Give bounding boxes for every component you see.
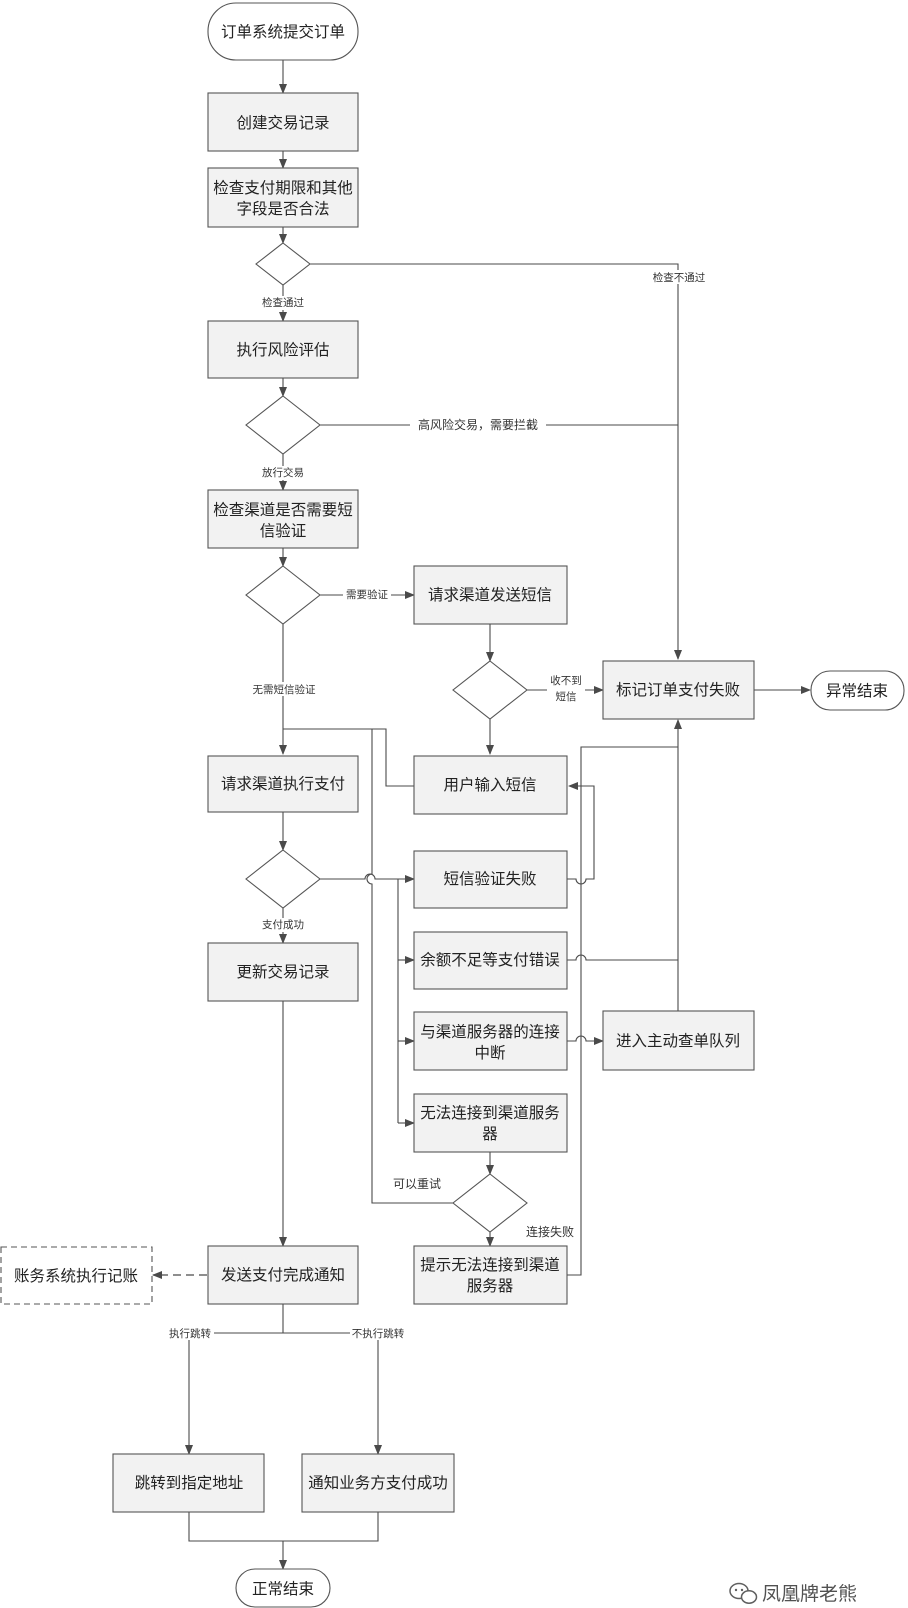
label-release: 放行交易: [262, 466, 304, 479]
cannot-connect-box: [413, 1093, 568, 1153]
mark-fail-box: [602, 660, 755, 720]
label-do-redirect: 执行跳转: [169, 1327, 211, 1340]
abnormal-end-label: 异常结束: [826, 682, 888, 700]
conn-interrupt-box: [413, 1011, 568, 1071]
wechat-icon: [729, 1582, 758, 1604]
decision-received: [452, 660, 528, 720]
update-record-box: [207, 942, 359, 1002]
decision-check: [255, 242, 311, 286]
sms-verify-fail-label: 短信验证失败: [443, 870, 536, 888]
prompt-cannot-connect-label-1: 提示无法连接到渠道: [420, 1256, 560, 1274]
check-sms-box: [207, 489, 359, 549]
cannot-connect-label-1: 无法连接到渠道服务: [420, 1104, 560, 1122]
accounting-label: 账务系统执行记账: [14, 1267, 138, 1285]
decision-pay: [245, 849, 321, 909]
decision-retry: [452, 1173, 528, 1233]
request-sms-box: [413, 565, 568, 625]
label-not-received-1: 收不到: [550, 674, 582, 687]
cannot-connect-label-2: 器: [482, 1125, 498, 1143]
accounting-box: [0, 1246, 153, 1305]
request-sms-label: 请求渠道发送短信: [428, 586, 552, 604]
abnormal-end-terminal: [810, 670, 905, 711]
label-not-received-2: 短信: [556, 690, 577, 703]
label-check-failed: 检查不通过: [653, 271, 706, 284]
check-sms-label-2: 信验证: [260, 522, 307, 540]
label-can-retry: 可以重试: [393, 1176, 441, 1191]
conn-interrupt-label-1: 与渠道服务器的连接: [420, 1023, 560, 1041]
edge-smsfail-userinput: [567, 782, 595, 885]
notify-biz-label: 通知业务方支付成功: [308, 1474, 448, 1492]
edge-labels: 检查不通过 检查通过 高风险交易，需要拦截 放行交易 需要验证 无需短信验证 收…: [166, 270, 708, 1340]
request-pay-label: 请求渠道执行支付: [221, 775, 345, 793]
start-label: 订单系统提交订单: [221, 23, 345, 41]
redirect-label: 跳转到指定地址: [135, 1474, 244, 1492]
edge-merge-bar: [188, 1512, 379, 1542]
create-record-box: [207, 92, 359, 152]
edge-prompt-markfail: [567, 746, 678, 1276]
watermark: 凤凰牌老熊: [729, 1582, 857, 1605]
user-input-sms-box: [413, 755, 568, 815]
redirect-box: [112, 1453, 265, 1513]
request-pay-box: [207, 755, 359, 813]
conn-interrupt-label-2: 中断: [474, 1044, 505, 1062]
sms-verify-fail-box: [413, 850, 568, 909]
label-high-risk: 高风险交易，需要拦截: [418, 417, 538, 432]
insufficient-box: [413, 931, 568, 990]
update-record-label: 更新交易记录: [236, 963, 329, 981]
edge-d1-markfail: [310, 263, 682, 660]
insufficient-label: 余额不足等支付错误: [420, 950, 560, 969]
prompt-cannot-connect-box: [413, 1245, 568, 1305]
label-conn-fail: 连接失败: [526, 1224, 574, 1239]
notify-biz-box: [301, 1453, 455, 1513]
label-no-sms-verify: 无需短信验证: [253, 683, 316, 696]
check-fields-box: [207, 167, 359, 228]
active-query-box: [602, 1010, 755, 1071]
decision-risk: [245, 395, 321, 455]
edge-interrupt-query: [567, 1035, 604, 1045]
normal-end-terminal: [235, 1568, 331, 1608]
risk-eval-label: 执行风险评估: [236, 341, 329, 359]
risk-eval-box: [207, 320, 359, 379]
label-no-redirect: 不执行跳转: [352, 1327, 405, 1340]
send-notice-box: [207, 1245, 359, 1305]
check-sms-label-1: 检查渠道是否需要短: [213, 501, 353, 519]
check-fields-label-2: 字段是否合法: [236, 200, 329, 218]
edge-d6-retry: [283, 728, 453, 1204]
user-input-sms-label: 用户输入短信: [443, 776, 536, 794]
prompt-cannot-connect-label-2: 服务器: [467, 1277, 514, 1295]
edge-insufficient-markfail: [567, 954, 678, 961]
active-query-label: 进入主动查单队列: [616, 1032, 740, 1050]
normal-end-label: 正常结束: [252, 1580, 314, 1598]
label-check-passed: 检查通过: [262, 296, 304, 309]
watermark-text: 凤凰牌老熊: [762, 1583, 857, 1605]
label-need-verify: 需要验证: [346, 588, 388, 601]
check-fields-label-1: 检查支付期限和其他: [213, 179, 353, 197]
create-record-label: 创建交易记录: [236, 114, 329, 132]
label-pay-success: 支付成功: [262, 918, 304, 931]
start-terminal: [207, 2, 359, 61]
send-notice-label: 发送支付完成通知: [221, 1266, 345, 1284]
decision-sms: [245, 565, 321, 625]
mark-fail-label: 标记订单支付失败: [616, 681, 740, 699]
